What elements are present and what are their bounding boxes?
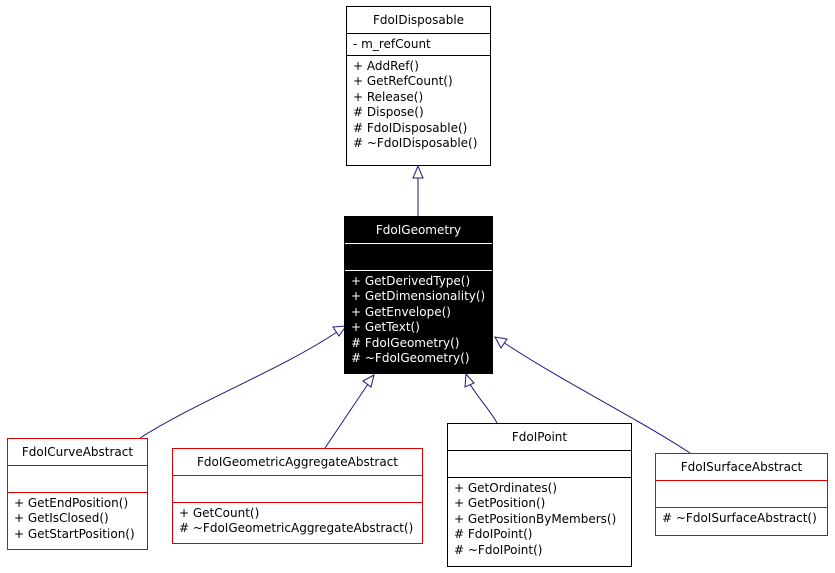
attributes-section	[173, 476, 422, 503]
attributes-section	[8, 466, 147, 493]
operation: # ~FdoIGeometricAggregateAbstract()	[179, 521, 414, 536]
class-name: FdoIDisposable	[347, 7, 490, 34]
class-fdoigeometricaggregateabstract[interactable]: FdoIGeometricAggregateAbstract + GetCoun…	[172, 448, 423, 544]
operation: + Release()	[353, 89, 424, 104]
link-point-geometry	[469, 383, 498, 424]
operations-section: + GetCount() # ~FdoIGeometricAggregateAb…	[173, 503, 422, 540]
class-fdoigeometry[interactable]: FdoIGeometry + GetDerivedType() + GetDim…	[344, 216, 493, 374]
operation: + GetOrdinates()	[454, 481, 558, 495]
arrowhead-curve	[332, 325, 348, 337]
operations-section: + GetOrdinates() + GetPosition() + GetPo…	[448, 478, 631, 561]
attributes-section	[656, 481, 827, 508]
link-surface-geometry	[502, 341, 691, 454]
class-fdoidisposable[interactable]: FdoIDisposable - m_refCount + AddRef() +…	[346, 6, 491, 166]
operation: + GetRefCount()	[353, 74, 453, 89]
operation: + GetEnvelope()	[351, 304, 451, 319]
arrowhead-disposable	[412, 164, 424, 179]
operation: # ~FdoISurfaceAbstract()	[662, 511, 817, 525]
link-aggregate-geometry	[324, 383, 369, 449]
attributes-section	[448, 451, 631, 478]
arrowhead-point	[464, 372, 475, 388]
operation: + GetIsClosed()	[14, 511, 109, 526]
link-curve-geometry	[139, 331, 338, 439]
operation: + GetEndPosition()	[14, 496, 129, 510]
operation: + GetPosition()	[454, 496, 546, 511]
class-fdoicurveabstract[interactable]: FdoICurveAbstract + GetEndPosition() + G…	[7, 438, 148, 550]
operation: # FdoIPoint()	[454, 527, 533, 542]
attributes-section: - m_refCount	[347, 34, 490, 56]
class-name: FdoIGeometricAggregateAbstract	[173, 449, 422, 476]
attribute: - m_refCount	[353, 37, 431, 51]
class-fdoisurfaceabstract[interactable]: FdoISurfaceAbstract # ~FdoISurfaceAbstra…	[655, 453, 828, 536]
operations-section: + GetDerivedType() + GetDimensionality()…	[345, 271, 492, 369]
operation: + GetCount()	[179, 506, 260, 520]
operations-section: + AddRef() + GetRefCount() + Release() #…	[347, 56, 490, 154]
operations-section: + GetEndPosition() + GetIsClosed() + Get…	[8, 493, 147, 545]
operations-section: # ~FdoISurfaceAbstract()	[656, 508, 827, 529]
operation: # FdoIGeometry()	[351, 335, 460, 350]
operation: # Dispose()	[353, 105, 424, 120]
class-name: FdoIPoint	[448, 424, 631, 451]
operation: # ~FdoIPoint()	[454, 542, 543, 557]
operation: + GetDimensionality()	[351, 289, 486, 304]
arrowhead-aggregate	[362, 374, 375, 388]
class-name: FdoISurfaceAbstract	[656, 454, 827, 481]
class-fdoipoint[interactable]: FdoIPoint + GetOrdinates() + GetPosition…	[447, 423, 632, 567]
class-name: FdoICurveAbstract	[8, 439, 147, 466]
operation: + GetStartPosition()	[14, 526, 135, 541]
operation: + GetDerivedType()	[351, 274, 471, 288]
arrowhead-surface	[494, 336, 508, 349]
operation: + GetText()	[351, 320, 420, 335]
operation: # ~FdoIDisposable()	[353, 136, 478, 151]
operation: # FdoIDisposable()	[353, 120, 468, 135]
operation: + GetPositionByMembers()	[454, 511, 617, 526]
operation: + AddRef()	[353, 59, 419, 73]
operation: # ~FdoIGeometry()	[351, 351, 470, 366]
attributes-section	[345, 244, 492, 271]
class-name: FdoIGeometry	[345, 217, 492, 244]
